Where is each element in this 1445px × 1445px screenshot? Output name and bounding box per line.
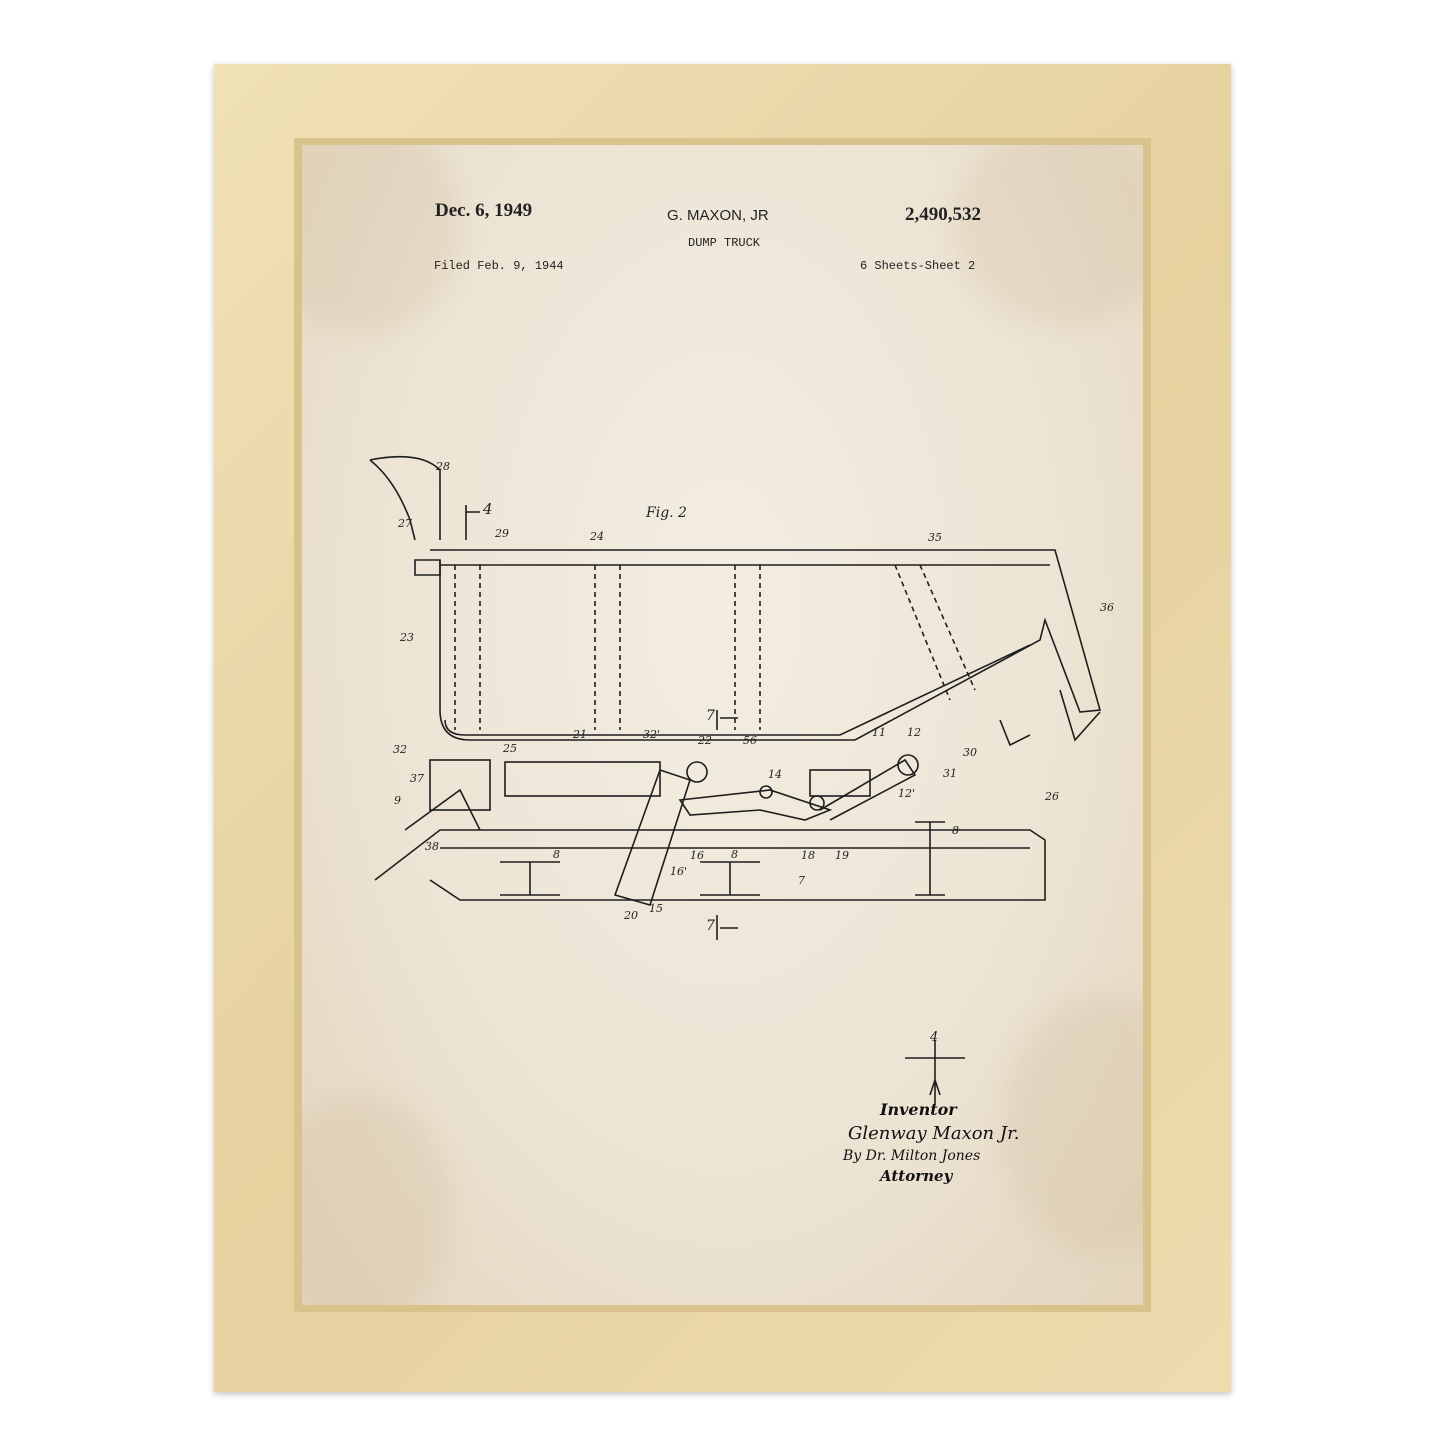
ref-numeral: 32 [393,743,407,756]
ref-numeral: 15 [649,902,663,915]
ref-numeral: 30 [963,746,977,759]
ref-numeral: 28 [436,460,450,473]
ref-numeral: 7 [798,874,805,887]
patent-date: Dec. 6, 1949 [435,200,533,221]
ref-numeral: 38 [425,840,439,853]
figure-label: Fig. 2 [646,505,687,521]
ref-numeral: 4 [483,500,493,518]
ref-numeral: 7 [706,708,715,724]
ref-numeral: 37 [410,772,424,785]
ref-numeral: 14 [768,768,782,781]
attorney-by: By Dr. Milton Jones [843,1148,981,1164]
ref-numeral: 9 [394,794,401,807]
ref-numeral: 20 [624,909,638,922]
ref-numeral: 32' [643,728,661,741]
ref-numeral: 31 [943,767,957,780]
ref-numeral: 12 [907,726,921,739]
ref-numeral: 29 [495,527,509,540]
ref-numeral: 8 [553,848,560,861]
ref-numeral: 23 [400,631,414,644]
ref-numeral: 27 [398,517,412,530]
ref-numeral: 11 [872,726,886,739]
ref-numeral: 24 [590,530,604,543]
ref-numeral: 4 [930,1030,939,1045]
ref-numeral: 56 [743,734,757,747]
ref-numeral: 8 [952,824,959,837]
ref-numeral: 36 [1100,601,1114,614]
inventor-label: Inventor [880,1100,957,1119]
ref-numeral: 7 [706,918,715,934]
ref-numeral: 22 [698,734,712,747]
ref-numeral: 19 [835,849,849,862]
ref-numeral: 21 [573,728,587,741]
ref-numeral: 16' [670,865,688,878]
ref-numeral: 35 [928,531,942,544]
sheet-count: 6 Sheets-Sheet 2 [860,259,976,273]
ref-numeral: 25 [503,742,517,755]
ref-numeral: 8 [731,848,738,861]
ref-numeral: 18 [801,849,815,862]
attorney-label: Attorney [880,1167,953,1185]
inventor-name: Glenway Maxon Jr. [848,1123,1020,1144]
filed-date: Filed Feb. 9, 1944 [434,259,564,273]
patent-title: DUMP TRUCK [688,236,761,250]
inventor-short: G. MAXON, JR [667,207,769,224]
ref-numeral: 16 [690,849,704,862]
ref-numeral: 26 [1045,790,1059,803]
ref-numeral: 12' [898,787,916,800]
patent-number: 2,490,532 [905,204,981,225]
